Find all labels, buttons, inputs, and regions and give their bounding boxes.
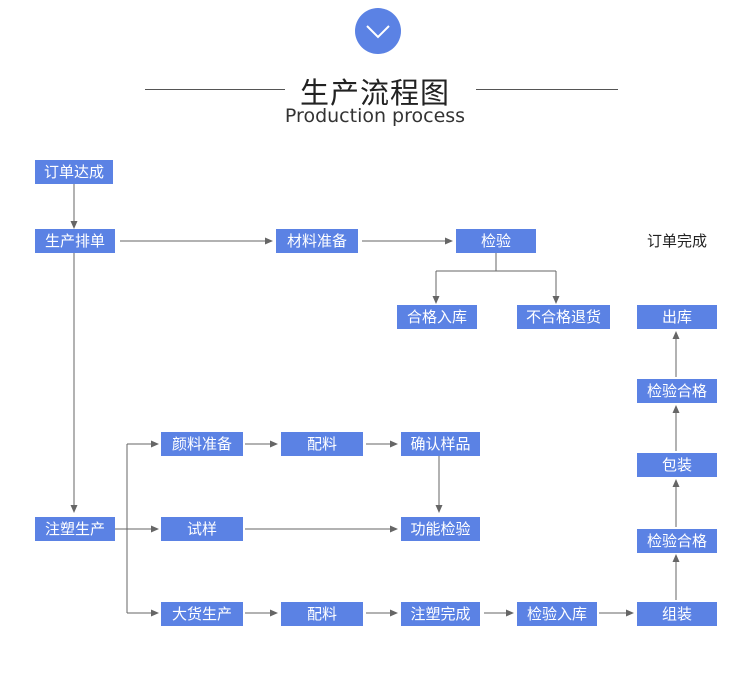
- node-ship-out: 出库: [637, 305, 717, 329]
- node-production-schedule: 生产排单: [35, 229, 115, 253]
- page-title: 生产流程图: [299, 76, 450, 110]
- node-trial-sample: 试样: [161, 517, 243, 541]
- node-assembly: 组装: [637, 602, 717, 626]
- node-batching-lower: 配料: [281, 602, 363, 626]
- title-divider-right: [476, 89, 618, 90]
- node-material-prep: 材料准备: [276, 229, 358, 253]
- node-unqualified-return: 不合格退货: [517, 305, 610, 329]
- node-pigment-prep: 颜料准备: [161, 432, 243, 456]
- node-inspection: 检验: [456, 229, 536, 253]
- chevron-down-icon: [366, 25, 390, 39]
- node-inspection-storage: 检验入库: [517, 602, 597, 626]
- title-divider-left: [145, 89, 285, 90]
- node-bulk-production: 大货生产: [161, 602, 243, 626]
- node-order-complete: 订单完成: [646, 232, 707, 250]
- node-batching-upper: 配料: [281, 432, 363, 456]
- node-function-test: 功能检验: [401, 517, 480, 541]
- node-order-reached: 订单达成: [35, 160, 113, 184]
- page-subtitle: Production process: [284, 105, 466, 127]
- node-inspection-passed-upper: 检验合格: [637, 379, 717, 403]
- node-packaging: 包装: [637, 453, 717, 477]
- node-molding-complete: 注塑完成: [401, 602, 480, 626]
- node-injection-molding: 注塑生产: [35, 517, 115, 541]
- node-inspection-passed-lower: 检验合格: [637, 529, 717, 553]
- node-qualified-storage: 合格入库: [397, 305, 477, 329]
- node-confirm-sample: 确认样品: [401, 432, 480, 456]
- chevron-down-badge: [355, 8, 401, 54]
